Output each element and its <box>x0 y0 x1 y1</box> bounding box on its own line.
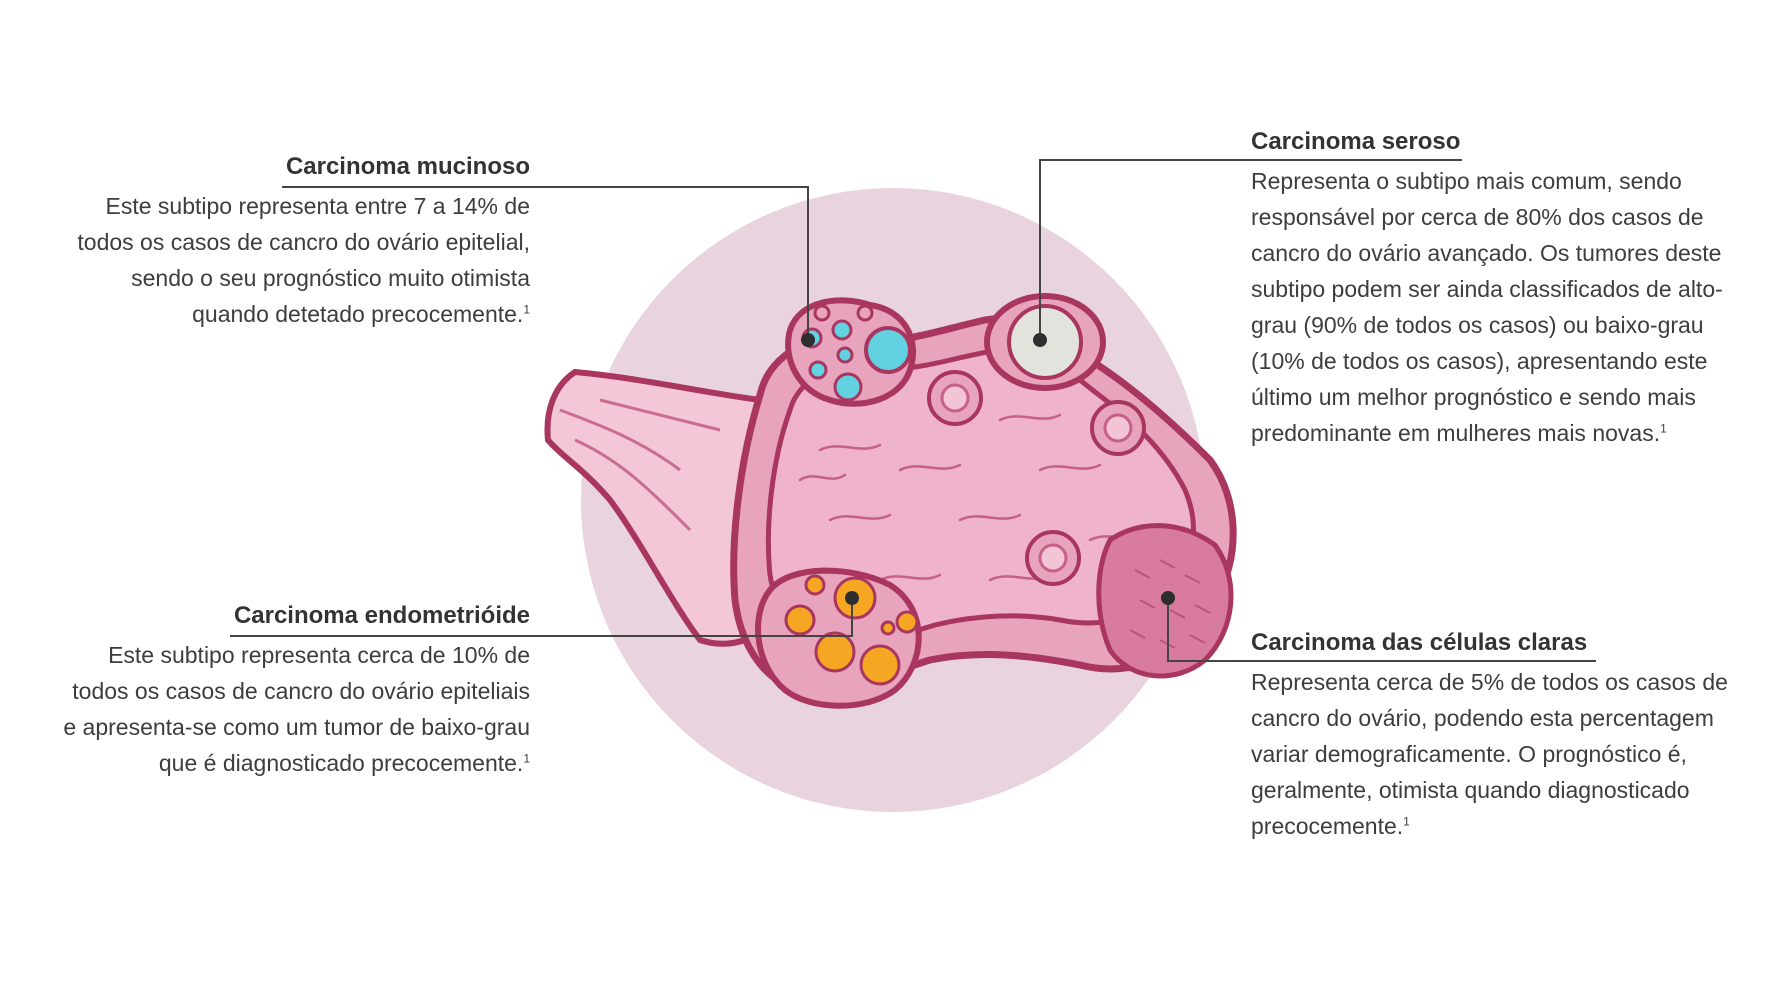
callout-title: Carcinoma mucinoso <box>285 153 530 180</box>
callout-title: Carcinoma das células claras <box>1251 629 1588 656</box>
leader-line-seroso <box>1039 159 1462 340</box>
pointer-dots <box>801 333 1175 605</box>
callout-body: Este subtipo representa entre 7 a 14% de… <box>77 193 530 327</box>
mucinous-cluster <box>785 297 917 407</box>
callout-endometrioide: Carcinoma endometrióide Este subtipo rep… <box>60 601 530 781</box>
reference-marker: 1 <box>1403 814 1410 829</box>
dot-claras <box>1161 591 1175 605</box>
callout-body: Este subtipo representa cerca de 10% de … <box>63 642 530 776</box>
follicles <box>927 370 1146 586</box>
dot-mucinoso <box>801 333 815 347</box>
dot-seroso <box>1033 333 1047 347</box>
leader-lines <box>230 159 1596 662</box>
endometrioid-cluster <box>755 567 922 709</box>
callout-body: Representa o subtipo mais comum, sendo r… <box>1251 168 1723 446</box>
leader-line-claras <box>1167 598 1596 662</box>
reference-marker: 1 <box>1660 421 1667 436</box>
leader-line-mucinoso <box>282 186 809 340</box>
dot-endometrioide <box>845 591 859 605</box>
callout-title: Carcinoma seroso <box>1251 128 1461 155</box>
callout-mucinoso: Carcinoma mucinoso Este subtipo represen… <box>60 152 530 332</box>
callout-body: Representa cerca de 5% de todos os casos… <box>1251 669 1728 839</box>
callout-seroso: Carcinoma seroso Representa o subtipo ma… <box>1251 127 1731 451</box>
reference-marker: 1 <box>523 751 530 766</box>
leader-line-endometrioide <box>230 598 853 637</box>
callout-title: Carcinoma endometrióide <box>233 602 530 629</box>
callout-claras: Carcinoma das células claras Representa … <box>1251 628 1731 844</box>
reference-marker: 1 <box>523 302 530 317</box>
